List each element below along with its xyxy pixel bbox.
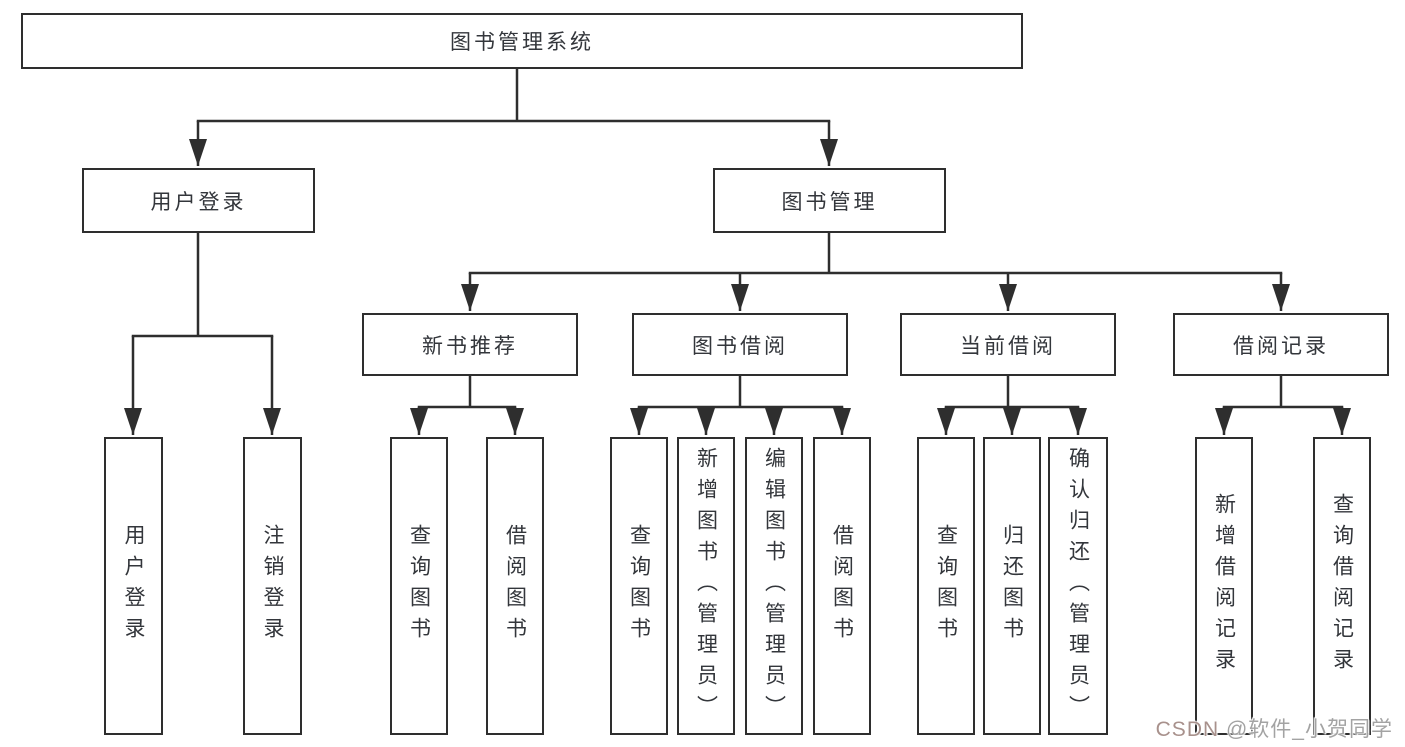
leaf-borrowing-query-books: 查询图书	[610, 437, 668, 735]
leaf-logout: 注销登录	[243, 437, 302, 735]
node-book-management: 图书管理	[713, 168, 946, 233]
csdn-watermark: CSDN @软件_小贺同学	[1156, 713, 1393, 743]
leaf-user-login: 用户登录	[104, 437, 163, 735]
leaf-borrowing-borrow-books: 借阅图书	[813, 437, 871, 735]
node-borrowing-records: 借阅记录	[1173, 313, 1389, 376]
leaf-edit-books-admin: 编辑图书（管理员）	[745, 437, 803, 735]
node-library-management-system: 图书管理系统	[21, 13, 1023, 69]
leaf-current-query-books: 查询图书	[917, 437, 975, 735]
node-current-borrowing: 当前借阅	[900, 313, 1116, 376]
node-new-book-recommend: 新书推荐	[362, 313, 578, 376]
node-user-login: 用户登录	[82, 168, 315, 233]
leaf-recommend-query-books: 查询图书	[390, 437, 448, 735]
csdn-watermark-author: @软件_小贺同学	[1219, 718, 1393, 741]
leaf-add-books-admin: 新增图书（管理员）	[677, 437, 735, 735]
leaf-query-borrow-record: 查询借阅记录	[1313, 437, 1371, 735]
connector-lines	[124, 69, 1351, 435]
leaf-confirm-return-admin: 确认归还（管理员）	[1048, 437, 1108, 735]
node-book-borrowing: 图书借阅	[632, 313, 848, 376]
leaf-return-books: 归还图书	[983, 437, 1041, 735]
leaf-add-borrow-record: 新增借阅记录	[1195, 437, 1253, 735]
csdn-watermark-brand: CSDN	[1155, 718, 1220, 741]
leaf-recommend-borrow-books: 借阅图书	[486, 437, 544, 735]
